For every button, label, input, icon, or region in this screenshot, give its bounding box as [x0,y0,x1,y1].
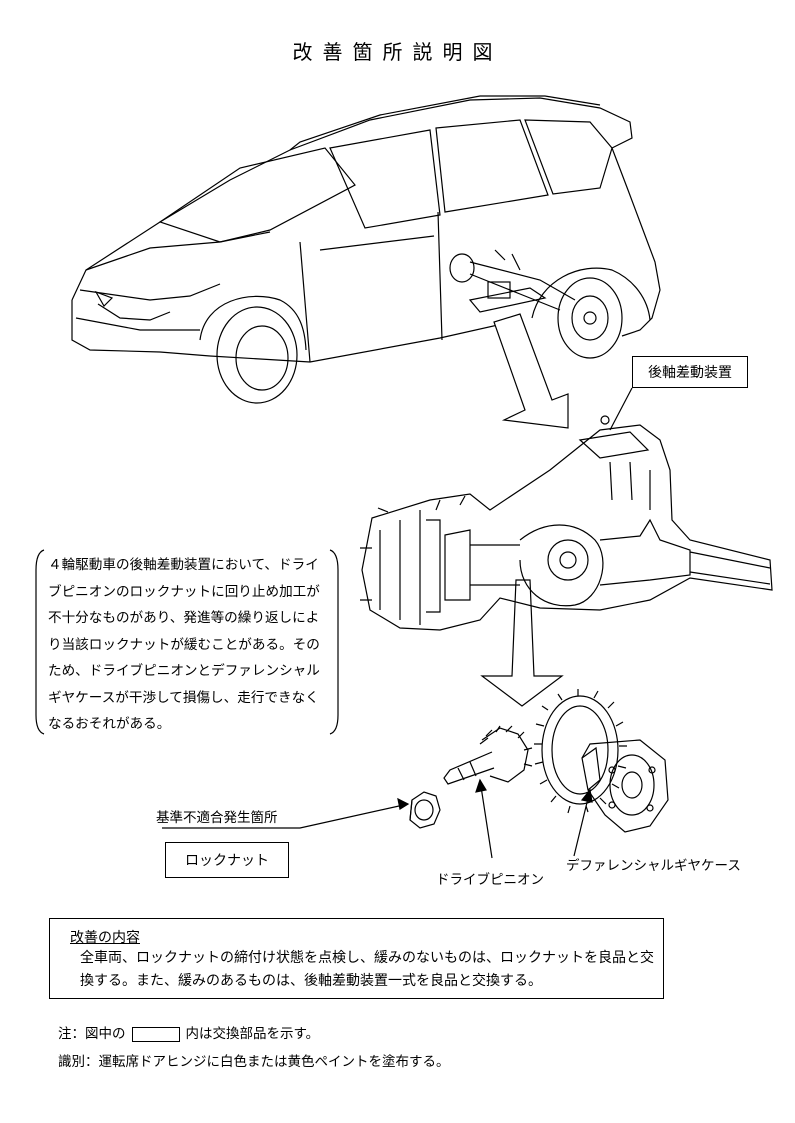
diff-case-illustration [581,739,669,833]
rear-diff-label-text: 後軸差動装置 [648,365,732,381]
note-suffix: 内は交換部品を示す。 [185,1026,320,1042]
identification-note: 識別：運転席ドアヒンジに白色または黄色ペイントを塗布する。 [58,1054,450,1070]
page-title: 改善箇所説明図 [292,40,503,64]
rear-differential-illustration [360,415,773,631]
description-box: ４輪駆動車の後軸差動装置において、ドライブピニオンのロックナットに回り止め加工が… [36,548,334,734]
lock-nut-label-text: ロックナット [185,853,269,869]
replacement-box-legend [131,1026,180,1042]
car-illustration [71,95,661,404]
improvement-box: 改善の内容 全車両、ロックナットの締付け状態を点検し、緩みのないものは、ロックナ… [49,918,664,999]
defect-point-label: 基準不適合発生箇所 [156,810,278,826]
ring-gear-illustration [534,689,627,814]
lock-nut-label: ロックナット [165,842,289,878]
diff-case-label: デファレンシャルギヤケース [566,858,741,874]
improvement-body: 全車両、ロックナットの締付け状態を点検し、緩みのないものは、ロックナットを良品と… [80,950,654,989]
drive-pinion-illustration [443,725,533,785]
note-line: 注：図中の 内は交換部品を示す。 [58,1020,450,1048]
down-arrow-2 [480,579,564,707]
improvement-heading: 改善の内容 [70,930,140,946]
description-text: ４輪駆動車の後軸差動装置において、ドライブピニオンのロックナットに回り止め加工が… [48,557,320,732]
down-arrow-1 [493,313,569,429]
lock-nut-illustration [409,791,441,829]
note-prefix: 注：図中の [58,1026,126,1042]
rear-diff-label: 後軸差動装置 [632,356,748,388]
notes: 注：図中の 内は交換部品を示す。 識別：運転席ドアヒンジに白色または黄色ペイントを… [58,1020,450,1076]
drive-pinion-label: ドライブピニオン [436,872,544,888]
